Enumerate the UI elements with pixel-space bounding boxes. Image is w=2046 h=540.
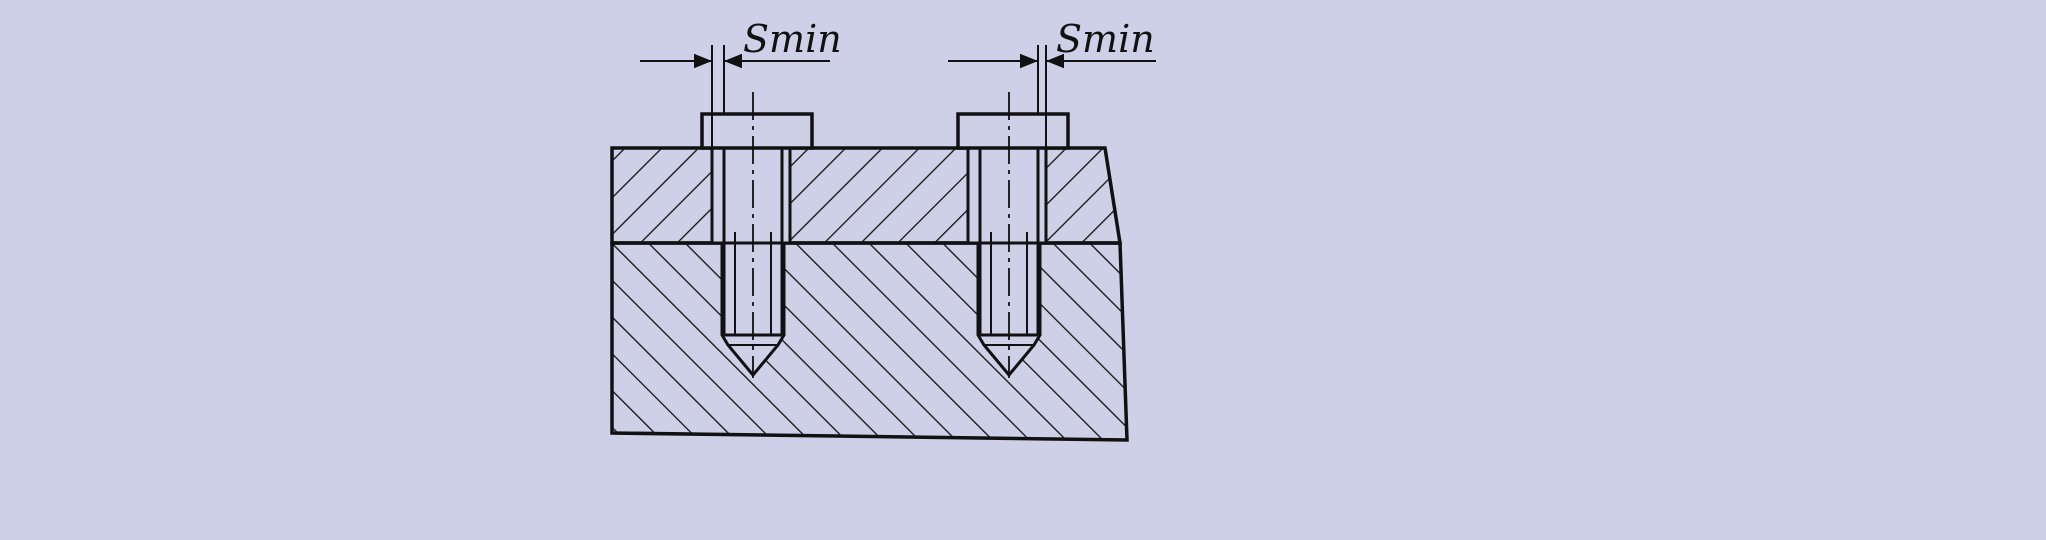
lower-base [610, 241, 1129, 442]
left-bolt [640, 45, 830, 378]
right-clearance-label: Smin [1056, 17, 1155, 61]
left-clearance-label: Smin [743, 17, 842, 61]
right-bolt [948, 45, 1156, 378]
